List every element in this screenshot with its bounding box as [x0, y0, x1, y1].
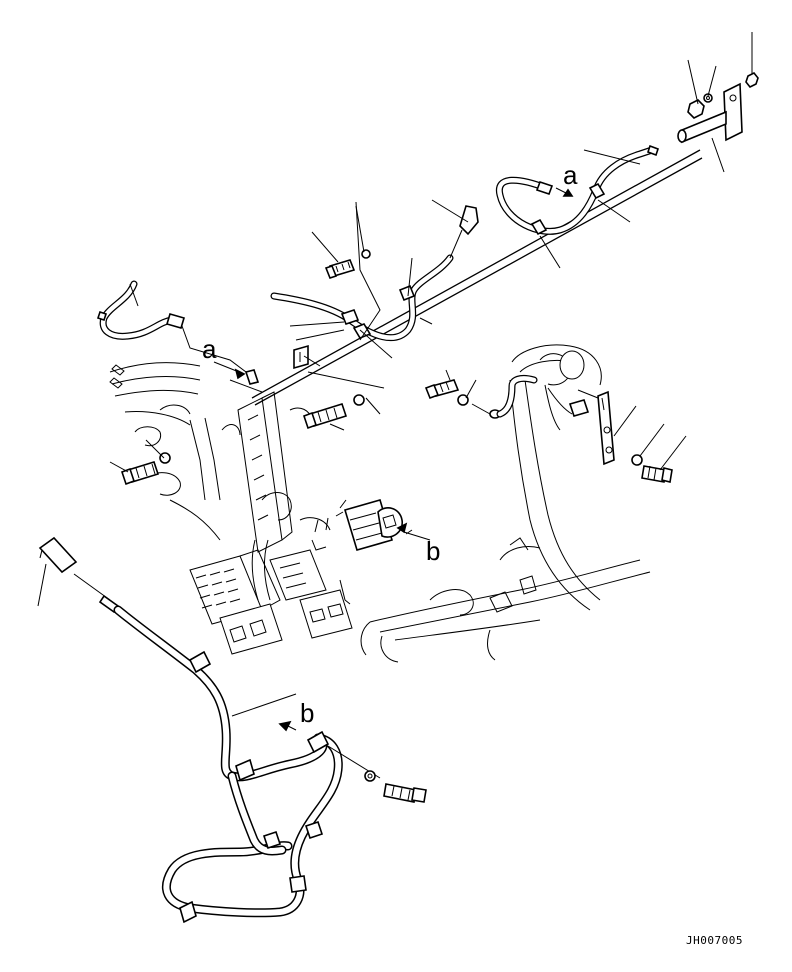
callout-b-right: b — [426, 536, 440, 566]
left-harness — [96, 280, 263, 393]
callout-a-upper: a — [563, 160, 578, 190]
lower-harness-loop — [37, 536, 427, 924]
bolt-washer-left — [109, 439, 171, 486]
harness-support-rod — [251, 149, 703, 406]
right-middle-harness — [424, 369, 599, 419]
right-bracket-bolt — [597, 390, 687, 483]
machine-frame-background — [109, 344, 651, 663]
upper-right-harness — [495, 144, 660, 269]
drawing-code: JH007005 — [686, 934, 743, 947]
bolt-washer-center — [311, 205, 371, 279]
rod-bracket — [677, 32, 759, 173]
connector-b-assembly — [335, 499, 403, 551]
callout-a-left: a — [202, 334, 217, 364]
bolt-washer-middle — [302, 394, 381, 431]
arrow-b-right — [396, 522, 408, 534]
center-harness — [270, 199, 479, 389]
callout-b-lower: b — [300, 698, 314, 728]
